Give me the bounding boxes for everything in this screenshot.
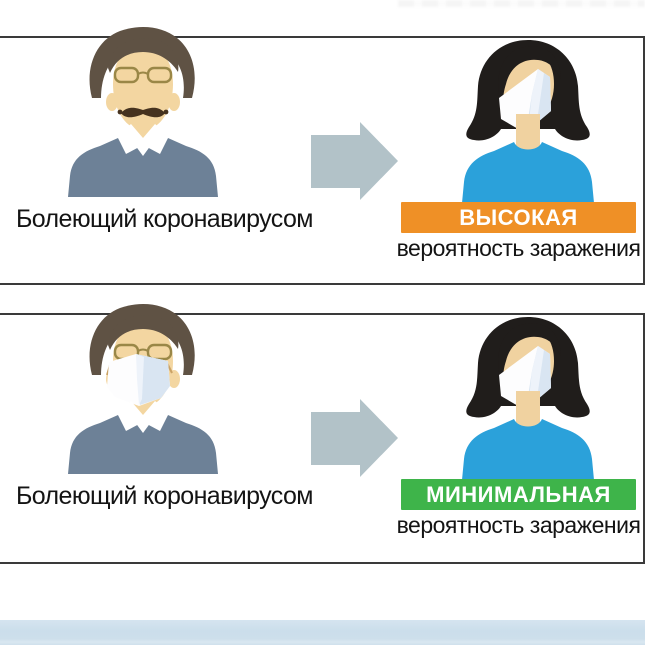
- sick-man-unmasked-icon: [68, 26, 218, 197]
- panel-high-risk: Болеющий коронавирусом ВЫСОКАЯ вероятнос…: [0, 26, 645, 285]
- sick-man-masked-icon: [68, 303, 218, 474]
- risk-caption: вероятность заражения: [396, 235, 641, 261]
- cropped-text-artifact: [398, 0, 645, 7]
- risk-caption: вероятность заражения: [396, 512, 641, 538]
- footer-band: [0, 620, 645, 645]
- panel-minimal-risk: Болеющий коронавирусом МИНИМАЛЬНАЯ вероя…: [0, 303, 645, 564]
- source-person-label: Болеющий коронавирусом: [16, 482, 313, 510]
- source-person-label: Болеющий коронавирусом: [16, 205, 313, 233]
- risk-level-text: ВЫСОКАЯ: [459, 204, 578, 230]
- risk-level-banner: ВЫСОКАЯ: [401, 202, 636, 233]
- woman-masked-icon: [462, 40, 594, 203]
- face-mask: [107, 354, 170, 406]
- risk-level-text: МИНИМАЛЬНАЯ: [426, 481, 611, 507]
- arrow-right-icon: [311, 399, 398, 477]
- arrow-right-icon: [311, 122, 398, 200]
- risk-level-banner: МИНИМАЛЬНАЯ: [401, 479, 636, 510]
- woman-masked-icon: [462, 317, 594, 480]
